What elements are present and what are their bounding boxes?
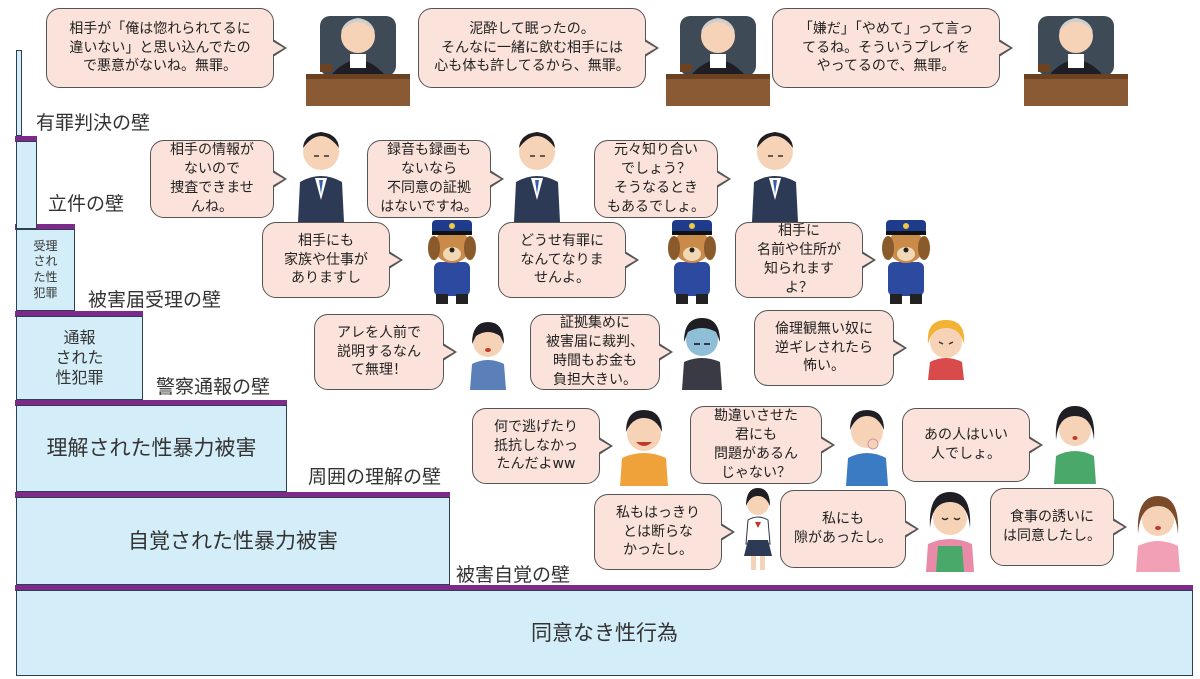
speech-bubble-self-2: 私にも 隙があったし。 [780, 490, 919, 568]
speech-bubble-judge-3: 「嫌だ」「やめて」って言っ てるね。そういうプレイを やってるので、無罪。 [772, 8, 1013, 88]
stair-accepted: 受理 され た性 犯罪 [16, 229, 75, 311]
prosecutor-icon [514, 132, 560, 222]
stair-understood: 理解された性暴力被害 [16, 405, 287, 492]
speech-bubble-self-3: 食事の誘いに は同意したし。 [990, 488, 1127, 566]
speech-bubble-prosecutor-3: 元々知り合い でしょう？ そうなるとき もあるでしょ。 [594, 140, 731, 218]
stair-reported-label: 通報 された 性犯罪 [55, 328, 104, 387]
stair-cap-base [15, 585, 1193, 591]
wall-complaint: 被害届受理の壁 [88, 289, 222, 311]
judge-icon [1024, 16, 1128, 106]
judge-icon [666, 16, 770, 106]
stair-cap-accepted [15, 224, 75, 230]
stair-base: 同意なき性行為 [16, 590, 1193, 676]
stair-cap-understood [15, 400, 287, 406]
speech-bubble-prosecutor-1: 相手の情報が ないので 捜査できませ んね。 [150, 140, 287, 218]
stair-prosecuted [16, 141, 37, 229]
speech-bubble-judge-1: 相手が「俺は惚れられてるに 違いない」と思い込んでたの で悪意がないね。無罪。 [46, 8, 287, 88]
scared-woman-icon [927, 320, 965, 380]
stair-cap-reported [15, 311, 143, 317]
police-dog-icon [882, 220, 930, 304]
judge-icon [306, 16, 410, 106]
stair-base-label: 同意なき性行為 [531, 620, 678, 645]
speech-bubble-prosecutor-2: 録音も録画も ないなら 不同意の証拠 はないですね。 [367, 140, 504, 218]
wall-prosecution: 立件の壁 [48, 193, 125, 215]
speech-bubble-surroundings-1: 何で逃げたり 抵抗しなかっ たんだよww [472, 408, 613, 484]
stair-understood-label: 理解された性暴力被害 [46, 436, 257, 461]
stair-aware: 自覚された性暴力被害 [16, 497, 450, 585]
wall-surroundings: 周囲の理解の壁 [308, 466, 442, 488]
woman-green-icon [1054, 406, 1096, 484]
speech-bubble-police-1: 相手にも 家族や仕事が ありますし [262, 222, 403, 298]
stair-accepted-label: 受理 され た性 犯罪 [33, 238, 58, 300]
speech-bubble-police-3: 相手に 名前や住所が 知られます よ？ [735, 222, 876, 298]
man-thinking-icon [846, 410, 888, 486]
stair-cap-prosecuted [15, 136, 37, 142]
schoolgirl-icon [744, 488, 772, 570]
worried-woman-icon [470, 322, 506, 390]
speech-bubble-surroundings-2: 勘違いさせた 君にも 問題があるん じゃない？ [690, 406, 835, 484]
speech-bubble-self-1: 私もはっきり とは断らな かったし。 [594, 494, 735, 570]
stair-reported: 通報 された 性犯罪 [16, 316, 143, 400]
wall-police-report: 警察通報の壁 [156, 376, 271, 398]
laughing-man-icon [620, 410, 668, 486]
speech-bubble-police-2: どうせ有罪に なんてなりま せんよ。 [498, 222, 639, 298]
speech-bubble-victim-report-2: 証拠集めに 被害届に裁判、 時間もお金も 負担大きい。 [530, 314, 673, 390]
speech-bubble-victim-report-1: アレを人前で 説明するなん て無理！ [314, 314, 457, 390]
speech-bubble-judge-2: 泥酔して眠ったの。 そんなに一緒に飲む相手には 心も体も許してるから、無罪。 [418, 8, 659, 88]
speech-bubble-victim-report-3: 倫理観無い奴に 逆ギレされたら 怖い。 [754, 310, 907, 386]
police-dog-icon [428, 220, 476, 304]
stair-convicted [16, 50, 22, 136]
wall-conviction: 有罪判決の壁 [36, 112, 151, 134]
stair-aware-label: 自覚された性暴力被害 [128, 528, 338, 553]
prosecutor-icon [298, 132, 344, 222]
distressed-woman-icon [682, 318, 722, 390]
woman-pink-icon [1136, 496, 1180, 572]
speech-bubble-surroundings-3: あの人はいい 人でしょ。 [902, 408, 1043, 482]
crying-woman-apron-icon [926, 492, 974, 572]
police-dog-icon [668, 220, 716, 304]
stair-cap-aware [15, 492, 450, 498]
prosecutor-icon [752, 132, 798, 222]
wall-awareness: 被害自覚の壁 [456, 564, 571, 586]
